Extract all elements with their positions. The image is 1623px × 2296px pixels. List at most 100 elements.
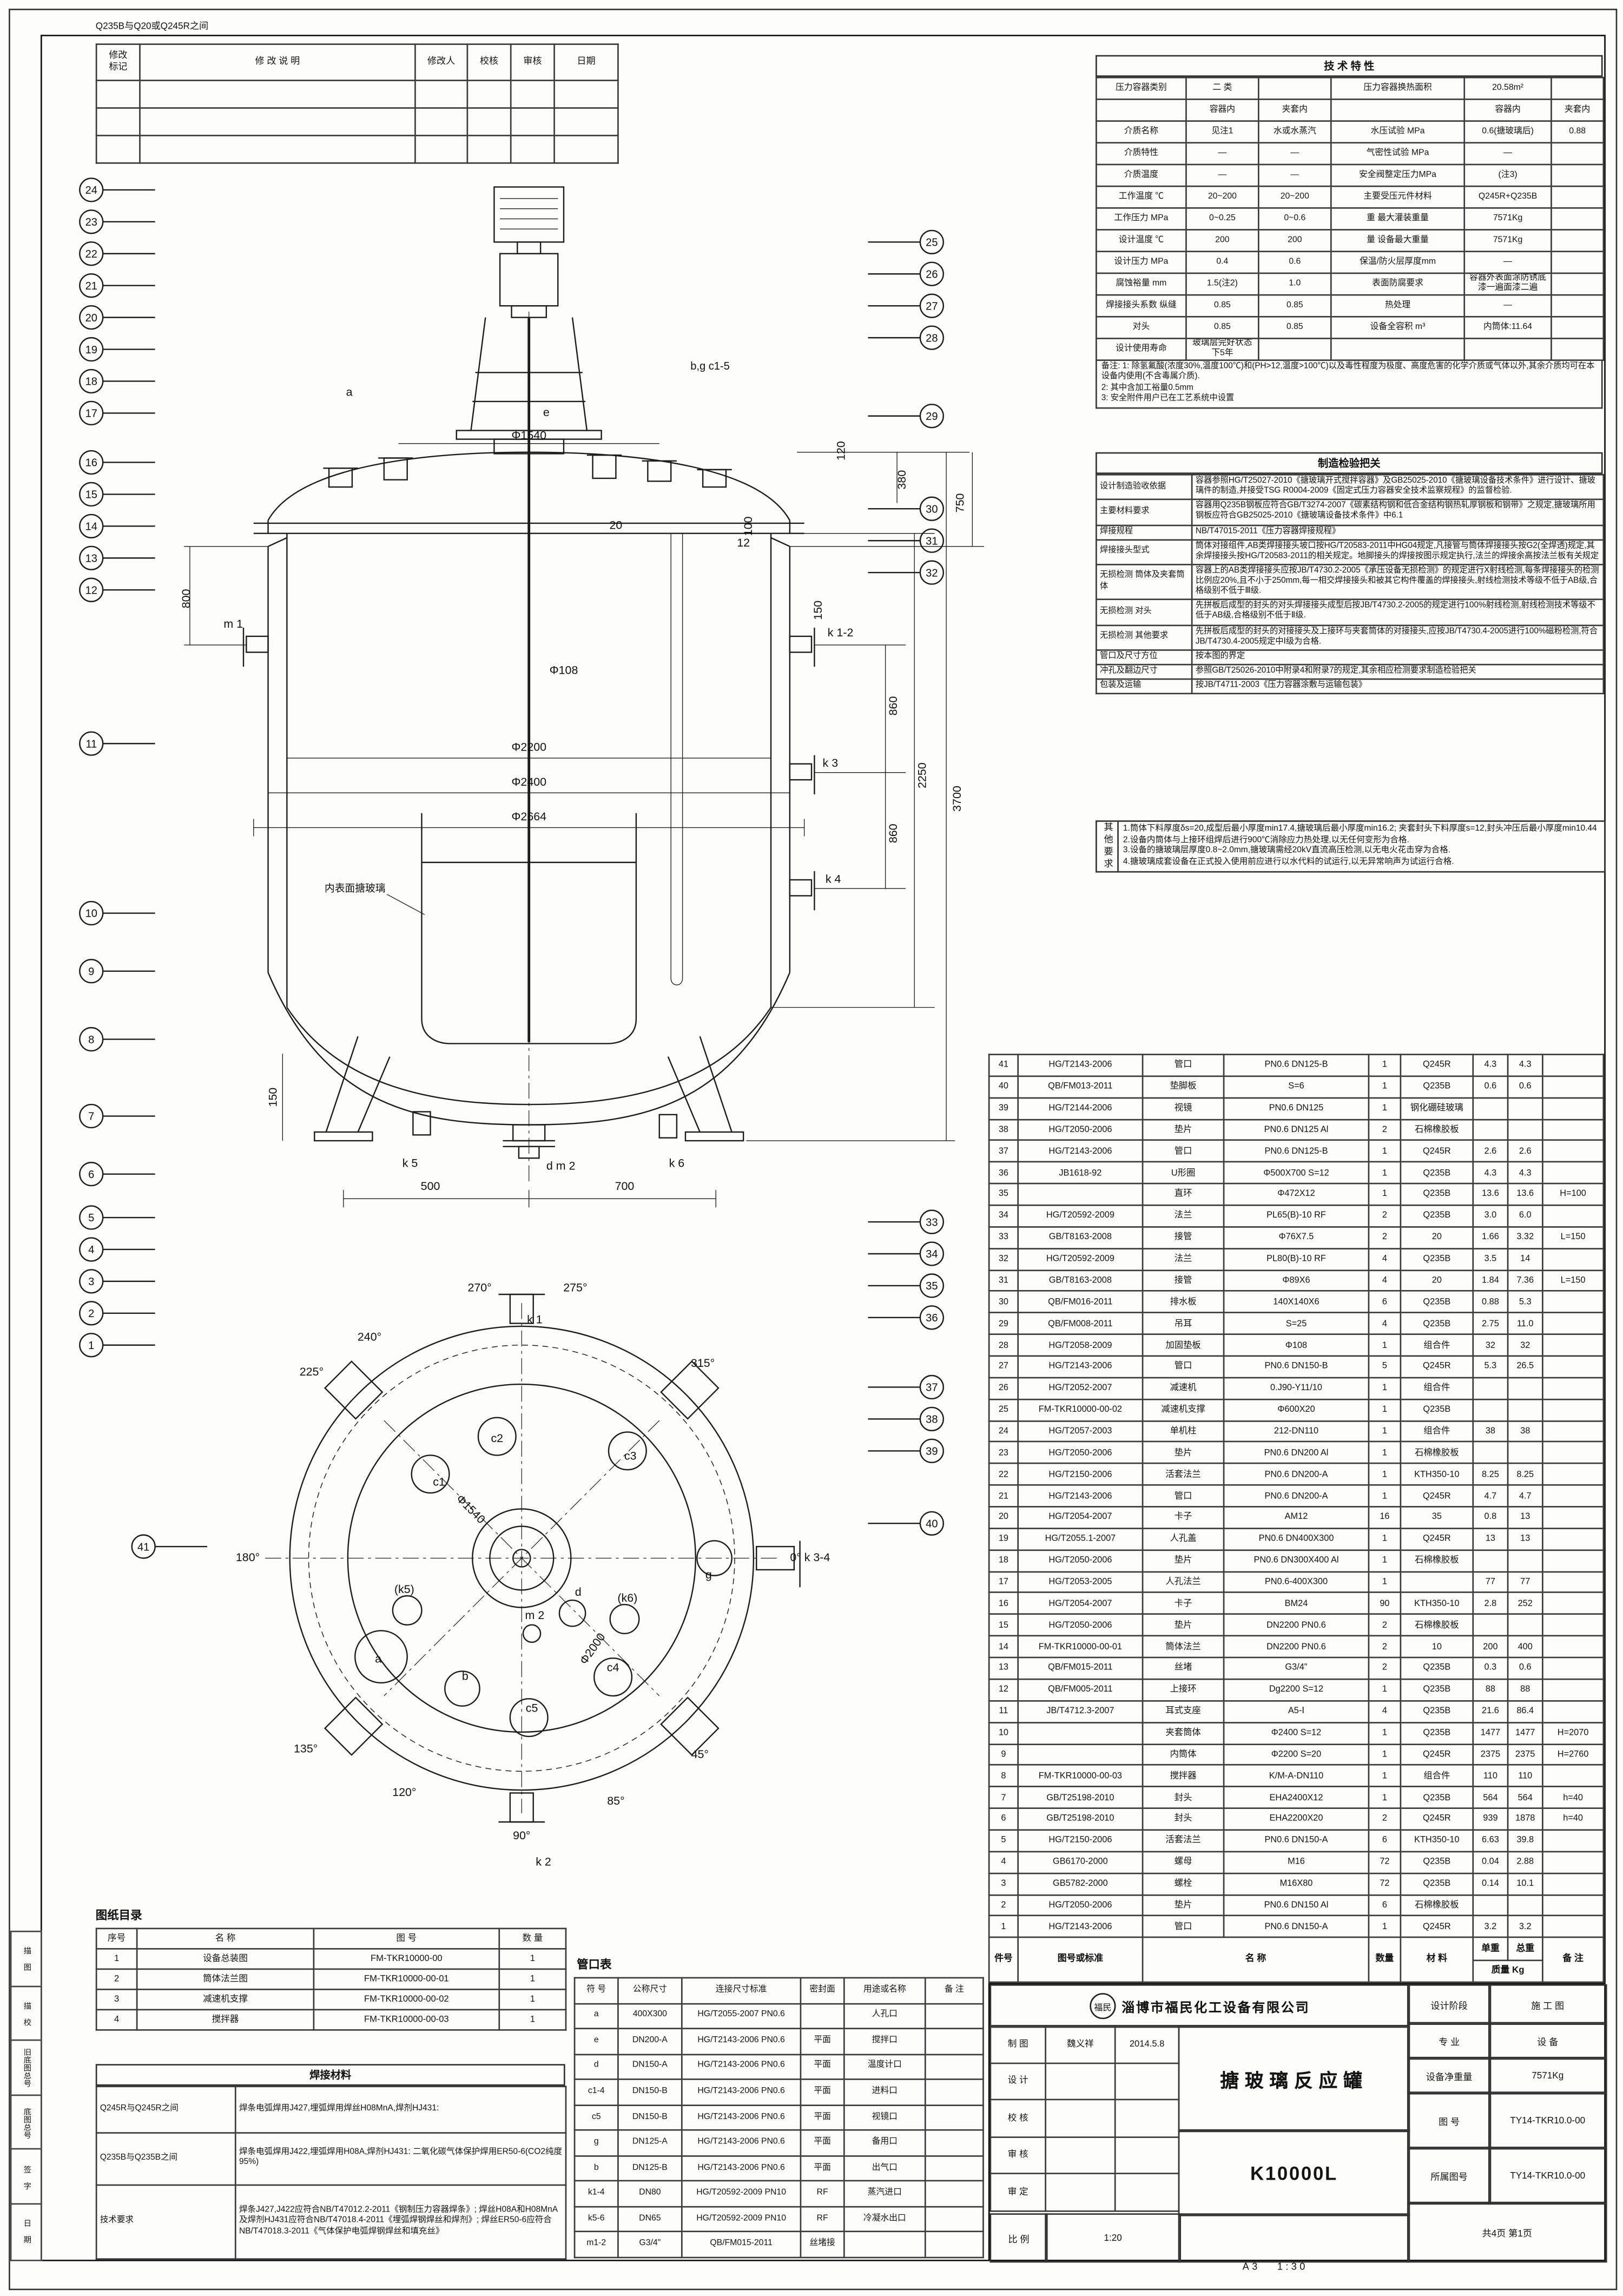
cell: Q235B (1400, 1678, 1474, 1702)
cell (1045, 2173, 1116, 2212)
table-row: 序号名 称图 号数 量 (95, 1927, 567, 1950)
cell: FM-TKR10000-00-01 (1017, 1635, 1144, 1659)
cell: 6 (1368, 1829, 1402, 1852)
balloon-6: 6 (79, 1162, 155, 1187)
cell: GB/T25198-2010 (1017, 1786, 1144, 1810)
cell: 4.3 (1472, 1161, 1509, 1185)
cell: 垫片 (1142, 1441, 1225, 1465)
cell: 夹套筒体 (1142, 1721, 1225, 1745)
cell: 接管 (1142, 1226, 1225, 1249)
cell: Q235B (1400, 1700, 1474, 1723)
svg-text:26: 26 (926, 268, 938, 280)
cell: 减速机支撑 (136, 1989, 315, 2011)
cell: 16 (1368, 1506, 1402, 1529)
manufacture-inspection: 制造检验把关 设计制造验收依据容器参照HG/T25027-2010《搪玻璃开式搅… (1096, 452, 1605, 695)
cell: 法兰 (1142, 1204, 1225, 1228)
text-line: 3: 安全附件用户已在工艺系统中设置 (1101, 394, 1235, 404)
welding-table: 焊接材料 Q245R与Q245R之间焊条电弧焊用J427,埋弧焊用焊丝H08Mn… (95, 2064, 567, 2260)
cell: 压力容器类别 (1096, 76, 1187, 100)
svg-text:19: 19 (85, 344, 97, 356)
cell: PL65(B)-10 RF (1223, 1204, 1370, 1228)
cell: 1 (1368, 1678, 1402, 1702)
balloon-39: 39 (868, 1438, 944, 1463)
cell: 10 (988, 1721, 1019, 1745)
bom-col-name: 名 称 (1142, 1937, 1370, 1983)
cell: 工作压力 MPa (1096, 207, 1187, 231)
parent-no-label: 所属图号 (1407, 2147, 1492, 2205)
cell: FM-TKR10000-00-02 (313, 1989, 500, 2011)
cell: QB/FM008-2011 (1017, 1312, 1144, 1336)
drawing-label: d m 2 (546, 1160, 576, 1173)
cell: 人孔盖 (1142, 1528, 1225, 1551)
cell: 10 (1400, 1635, 1474, 1659)
cell: 排水板 (1142, 1291, 1225, 1314)
cell: Φ500X700 S=12 (1223, 1161, 1370, 1185)
cell: Φ472X12 (1223, 1183, 1370, 1206)
cell (1551, 229, 1605, 253)
cell: 0~0.25 (1185, 207, 1259, 231)
drawing-label: 700 (615, 1180, 635, 1193)
cell: 1 (1368, 1419, 1402, 1443)
drawing-label: k 1 (527, 1313, 543, 1326)
cell: 4.7 (1507, 1484, 1543, 1508)
cell: 3.2 (1472, 1915, 1509, 1939)
cell: 0.6 (1507, 1075, 1543, 1098)
drawing-label: 12 (737, 536, 750, 549)
balloon-24: 24 (79, 177, 155, 202)
cell: KTH350-10 (1400, 1829, 1474, 1852)
cell: 上接环 (1142, 1678, 1225, 1702)
cell: 卡子 (1142, 1592, 1225, 1615)
cell: BM24 (1223, 1592, 1370, 1615)
cell: Q235B (1400, 1398, 1474, 1422)
cell (1542, 1656, 1605, 1680)
drawing-label: 120 (835, 441, 848, 460)
drawing-label: 315° (691, 1357, 715, 1370)
cell: 4.3 (1507, 1054, 1543, 1077)
cell: 0.04 (1472, 1851, 1509, 1874)
cell (1017, 1743, 1144, 1766)
cell: 密封面 (800, 1977, 845, 2004)
balloon-41: 41 (131, 1534, 208, 1559)
cell: 夹套内 (1258, 98, 1332, 122)
revision-col-mark: 修改 标记 (95, 43, 141, 82)
drawing-label: 750 (953, 494, 966, 513)
svg-text:22: 22 (85, 248, 97, 260)
cell (924, 2104, 984, 2131)
cell: 1477 (1507, 1721, 1543, 1745)
sheet-print-scale: 1:30 (1277, 2262, 1308, 2273)
cell: 212-DN110 (1223, 1419, 1370, 1443)
svg-text:24: 24 (85, 185, 97, 196)
cell: 2.6 (1507, 1140, 1543, 1163)
cell: KTH350-10 (1400, 1463, 1474, 1486)
scale-label: 比 例 (989, 2213, 1048, 2263)
cell: PN0.6 DN125-B (1223, 1054, 1370, 1077)
cell: Q235B (1400, 1247, 1474, 1271)
cell (1114, 2062, 1180, 2101)
balloon-34: 34 (868, 1241, 944, 1266)
cell: HG/T2143-2006 PN0.6 (681, 2129, 802, 2157)
cell: DN200-A (617, 2028, 683, 2055)
cell: 4.3 (1507, 1161, 1543, 1185)
cell: S=25 (1223, 1312, 1370, 1336)
cell: Φ2400 S=12 (1223, 1721, 1370, 1745)
cell (1400, 1570, 1474, 1594)
cell (1472, 1893, 1509, 1917)
cell: Q235B (1400, 1656, 1474, 1680)
cell (1542, 1140, 1605, 1163)
drawing-label: 20 (609, 519, 622, 532)
edge-label: 描 校 (10, 1985, 42, 2043)
balloon-29: 29 (868, 404, 944, 429)
svg-text:4: 4 (88, 1244, 94, 1256)
